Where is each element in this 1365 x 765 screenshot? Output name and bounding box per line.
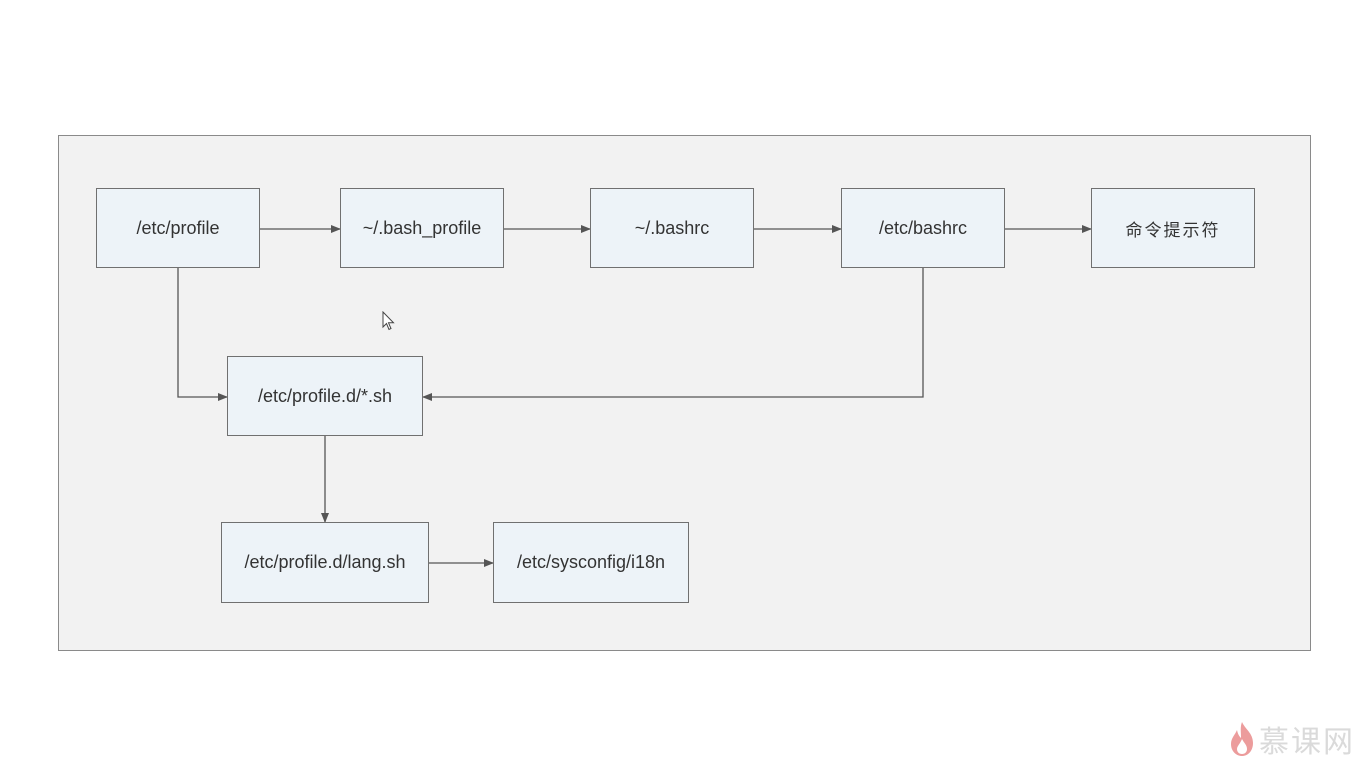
node-label: /etc/bashrc <box>878 217 968 238</box>
node-label: /etc/profile.d/*.sh <box>257 385 393 406</box>
node-lang-sh: /etc/profile.d/lang.sh <box>221 522 429 603</box>
node-label: ~/.bash_profile <box>362 217 482 238</box>
node-label: 命令提示符 <box>1125 220 1221 241</box>
node-etc-bashrc: /etc/bashrc <box>841 188 1005 268</box>
node-label: /etc/profile.d/lang.sh <box>244 552 406 572</box>
node-label: /etc/profile <box>136 217 220 238</box>
watermark-text: 慕课网 <box>1259 725 1355 760</box>
node-bash-profile: ~/.bash_profile <box>340 188 504 268</box>
node-profile-d-sh: /etc/profile.d/*.sh <box>227 356 423 436</box>
node-home-bashrc: ~/.bashrc <box>590 188 754 268</box>
node-command-prompt: 命令提示符 <box>1091 188 1255 268</box>
node-label: /etc/sysconfig/i18n <box>516 552 666 572</box>
node-etc-profile: /etc/profile <box>96 188 260 268</box>
watermark: 慕课网 <box>1229 717 1355 761</box>
mouse-cursor-icon <box>382 311 395 331</box>
node-label: ~/.bashrc <box>634 217 710 238</box>
flame-logo-icon <box>1231 722 1253 756</box>
node-sysconfig-i18n: /etc/sysconfig/i18n <box>493 522 689 603</box>
